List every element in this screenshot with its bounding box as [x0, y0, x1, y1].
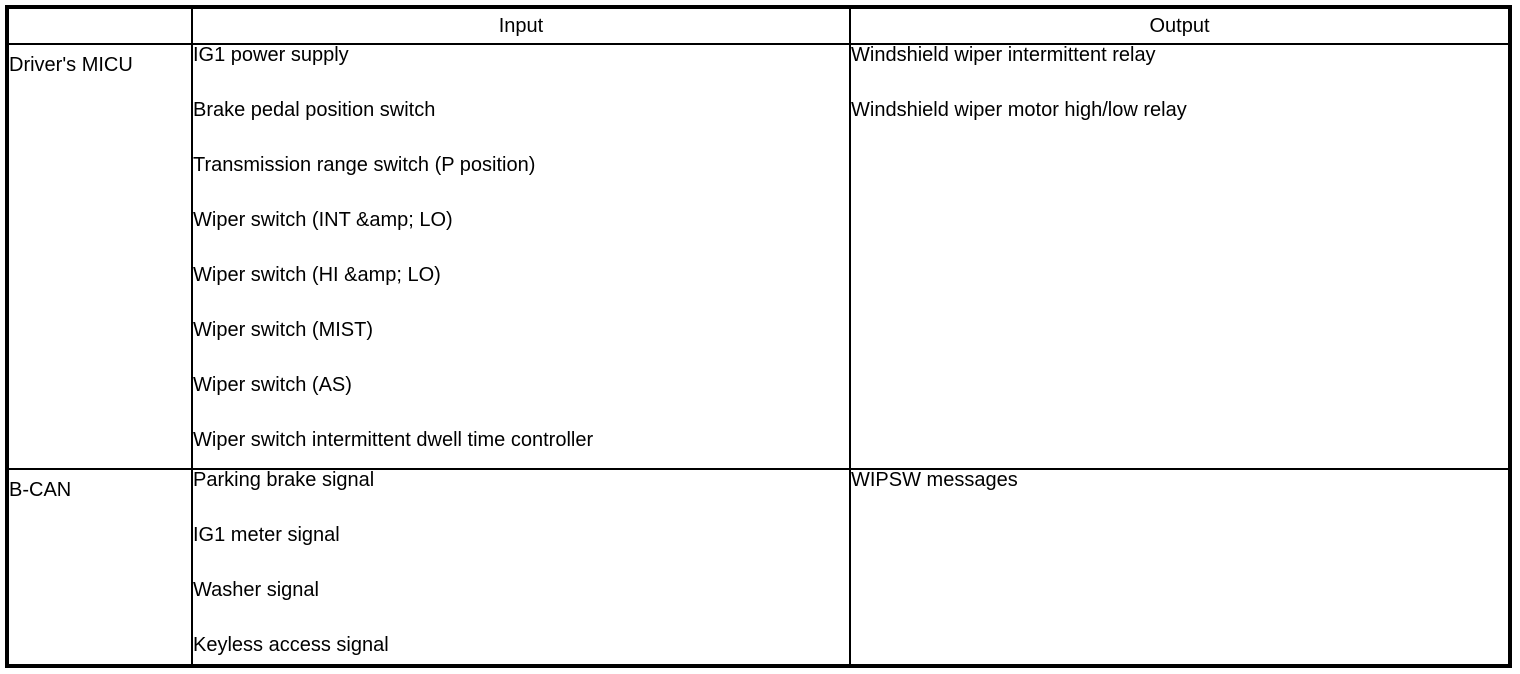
output-item: WIPSW messages [851, 470, 1018, 492]
input-item: Brake pedal position switch [193, 100, 436, 121]
source-cell: B-CAN [6, 468, 193, 667]
header-source [6, 6, 193, 45]
input-item: Washer signal [193, 580, 319, 602]
input-item: Wiper switch (MIST) [193, 320, 373, 341]
header-output: Output [849, 6, 1511, 45]
output-item: Windshield wiper intermittent relay [851, 45, 1156, 66]
input-item: Keyless access signal [193, 635, 389, 657]
header-row: Input Output [6, 6, 1511, 45]
input-item: Wiper switch (AS) [193, 375, 352, 396]
input-item: Wiper switch intermittent dwell time con… [193, 430, 594, 451]
input-item: Wiper switch (INT &amp; LO) [193, 210, 453, 231]
header-input: Input [191, 6, 851, 45]
output-cell: WIPSW messages [849, 468, 1511, 667]
io-table: Input Output Driver's MICU IG1 power sup… [5, 5, 1512, 668]
input-item: Transmission range switch (P position) [193, 155, 536, 176]
source-cell: Driver's MICU [6, 42, 193, 471]
output-item: Windshield wiper motor high/low relay [851, 100, 1187, 121]
input-item: Parking brake signal [193, 470, 375, 492]
input-item: IG1 power supply [193, 45, 349, 66]
input-item: Wiper switch (HI &amp; LO) [193, 265, 441, 286]
input-item: IG1 meter signal [193, 525, 340, 547]
